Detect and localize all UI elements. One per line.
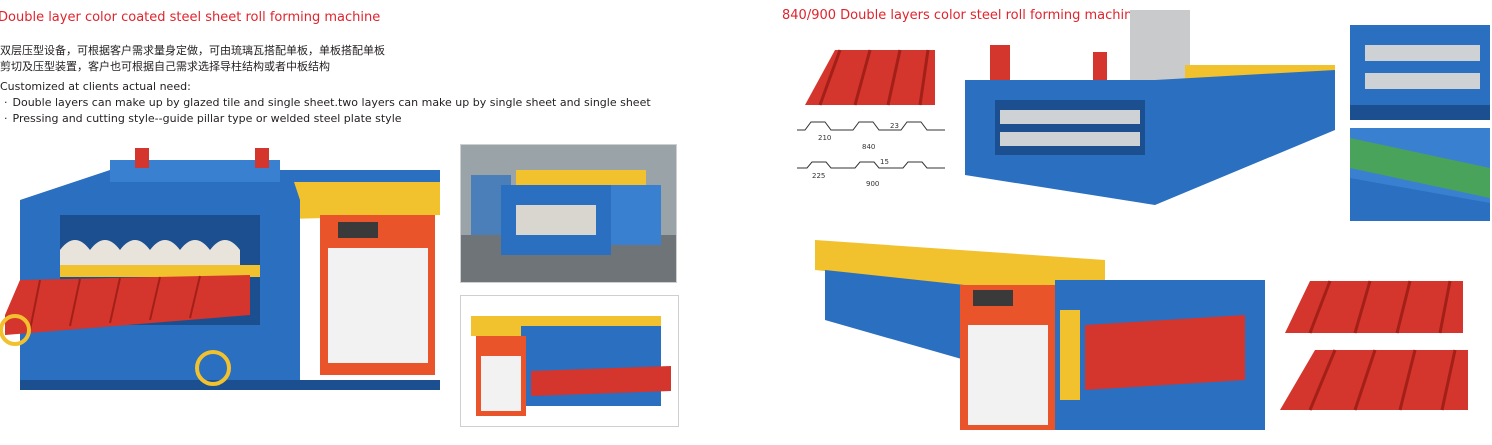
left-page-title: Double layer color coated steel sheet ro…	[0, 10, 381, 25]
profile-900-height: 15	[880, 158, 889, 166]
profile-840-pitch: 210	[818, 134, 832, 142]
feature-bullet-1: Double layers can make up by glazed tile…	[4, 95, 651, 111]
feature-bullet-2: Pressing and cutting style--guide pillar…	[4, 111, 402, 127]
compact-machine-photo	[460, 295, 679, 427]
main-machine-photo	[0, 140, 450, 410]
profile-840-height: 23	[890, 122, 899, 130]
machine-detail-thumbnail-2	[1350, 128, 1490, 221]
profile-drawings	[795, 118, 945, 193]
red-sheet-sample-1	[1285, 278, 1465, 338]
chinese-description-line-2: 剪切及压型装置，客户也可根据自己需求选择导柱结构或者中板结构	[0, 60, 330, 73]
double-layer-machine-top-photo	[955, 10, 1340, 215]
profile-840-width: 840	[862, 143, 876, 151]
chinese-description-line-1: 双层压型设备，可根据客户需求量身定做，可由琉璃瓦搭配单板，单板搭配单板	[0, 44, 385, 57]
profile-900-width: 900	[866, 180, 880, 188]
profile-900-pitch: 225	[812, 172, 826, 180]
machine-detail-thumbnail-1	[1350, 25, 1490, 120]
right-page-title: 840/900 Double layers color steel roll f…	[782, 8, 1141, 23]
double-layer-machine-bottom-photo	[805, 230, 1275, 435]
workshop-machine-photo	[460, 144, 677, 283]
red-sheet-sample-top	[800, 45, 940, 115]
red-sheet-sample-2	[1280, 345, 1470, 415]
english-heading: Customized at clients actual need:	[0, 80, 191, 93]
